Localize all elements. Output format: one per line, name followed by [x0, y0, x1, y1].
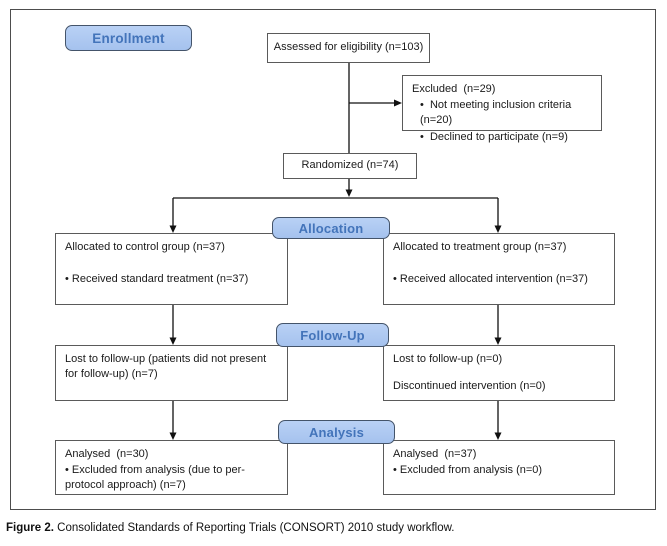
box-allocated-treatment-bullet: • Received allocated intervention (n=37): [393, 272, 605, 287]
stage-label-enrollment: Enrollment: [65, 25, 192, 51]
arrow-fu-left: [169, 337, 177, 345]
box-followup-control: Lost to follow-up (patients did not pres…: [55, 345, 288, 401]
box-analysed-treatment-title: Analysed (n=37): [393, 448, 477, 460]
arrow-branch: [345, 189, 353, 197]
box-assessed: Assessed for eligibility (n=103): [267, 33, 430, 63]
box-excluded: Excluded (n=29) • Not meeting inclusion …: [402, 75, 602, 143]
arrow-analysis-left: [169, 432, 177, 440]
box-analysed-control-bullet-text: Excluded from analysis (due to per-proto…: [65, 464, 245, 492]
figure-caption-text: Consolidated Standards of Reporting Tria…: [53, 522, 455, 534]
box-randomized: Randomized (n=74): [283, 153, 417, 179]
box-followup-control-text: Lost to follow-up (patients did not pres…: [65, 353, 267, 381]
box-allocated-control-bullet: • Received standard treatment (n=37): [65, 272, 278, 287]
stage-label-analysis: Analysis: [278, 420, 395, 444]
arrow-alloc-right: [494, 225, 502, 233]
box-analysed-control: Analysed (n=30) • Excluded from analysis…: [55, 440, 288, 495]
arrow-fu-right: [494, 337, 502, 345]
stage-label-followup: Follow-Up: [276, 323, 389, 347]
box-followup-treatment-line-2: Discontinued intervention (n=0): [393, 380, 546, 393]
figure-caption-label: Figure 2.: [6, 522, 54, 534]
arrow-alloc-left: [169, 225, 177, 233]
box-allocated-treatment-bullet-text: Received allocated intervention (n=37): [399, 273, 588, 286]
box-excluded-bullet-1: • Not meeting inclusion criteria (n=20): [412, 98, 592, 128]
box-analysed-control-bullet: • Excluded from analysis (due to per-pro…: [65, 463, 278, 493]
box-excluded-bullet-1-text: Not meeting inclusion criteria (n=20): [420, 99, 572, 127]
arrow-excluded: [394, 99, 402, 107]
stage-label-allocation: Allocation: [272, 217, 390, 239]
arrow-analysis-right: [494, 432, 502, 440]
box-analysed-treatment-bullet: • Excluded from analysis (n=0): [393, 463, 605, 478]
bullet-icon: •: [420, 130, 424, 143]
bullet-icon: •: [393, 464, 397, 477]
bullet-icon: •: [393, 273, 397, 286]
bullet-icon: •: [65, 464, 69, 477]
box-analysed-control-title: Analysed (n=30): [65, 448, 149, 460]
box-analysed-treatment-bullet-text: Excluded from analysis (n=0): [399, 464, 543, 477]
box-allocated-control-bullet-text: Received standard treatment (n=37): [71, 273, 249, 286]
box-allocated-treatment-title: Allocated to treatment group (n=37): [393, 241, 567, 253]
box-excluded-bullet-2-text: Declined to participate (n=9): [429, 130, 568, 143]
box-assessed-text: Assessed for eligibility (n=103): [273, 41, 424, 54]
box-allocated-control: Allocated to control group (n=37) • Rece…: [55, 233, 288, 305]
bullet-icon: •: [420, 99, 424, 112]
figure-caption: Figure 2. Consolidated Standards of Repo…: [6, 522, 661, 534]
box-analysed-treatment: Analysed (n=37) • Excluded from analysis…: [383, 440, 615, 495]
bullet-icon: •: [65, 273, 69, 286]
box-excluded-bullet-2: • Declined to participate (n=9): [412, 130, 592, 145]
box-excluded-title: Excluded (n=29): [412, 83, 496, 95]
box-allocated-treatment: Allocated to treatment group (n=37) • Re…: [383, 233, 615, 305]
box-randomized-text: Randomized (n=74): [301, 159, 399, 172]
box-followup-treatment: Lost to follow-up (n=0) Discontinued int…: [383, 345, 615, 401]
box-followup-treatment-line-1: Lost to follow-up (n=0): [393, 353, 503, 365]
box-allocated-control-title: Allocated to control group (n=37): [65, 241, 225, 253]
